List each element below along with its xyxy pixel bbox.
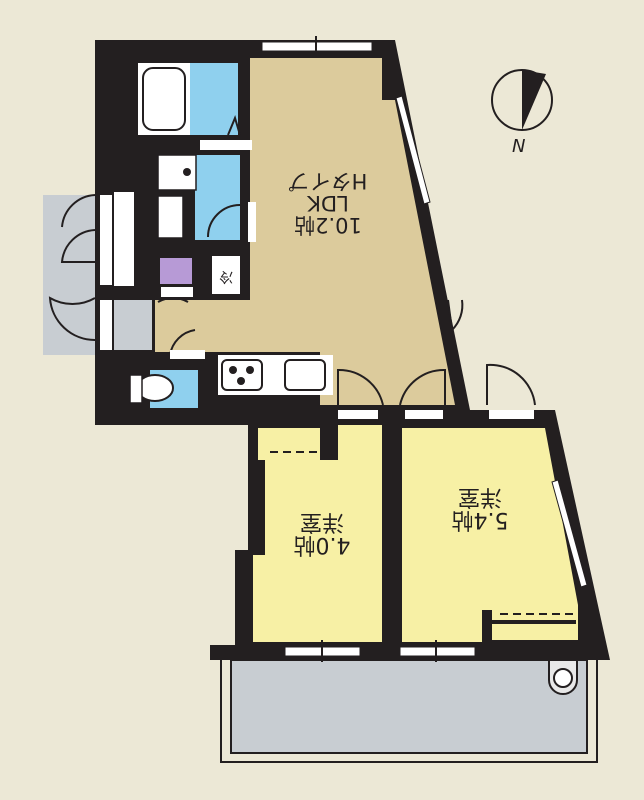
svg-text:冷: 冷	[219, 268, 233, 284]
hallway-floor	[155, 300, 255, 352]
north-arrow-icon	[491, 69, 553, 131]
washing-machine-space	[160, 258, 192, 284]
washbasin-icon	[157, 195, 184, 239]
shoe-closet	[100, 195, 112, 285]
entrance-porch	[43, 195, 98, 355]
ldk-label: 10.2帖 LDK Hタイプ	[288, 169, 368, 238]
windows	[261, 36, 588, 662]
western-room-1-label: 4.0帖 洋室	[293, 509, 351, 558]
entrance-door-icon	[48, 194, 96, 342]
balcony	[220, 655, 598, 763]
stove-icon	[221, 359, 263, 391]
western-room-2-floor	[402, 428, 578, 642]
compass-label: N	[512, 136, 526, 157]
western-room-1-floor	[253, 425, 382, 642]
refrigerator-icon	[212, 256, 240, 294]
ldk-floor	[218, 58, 455, 405]
bathtub-icon	[142, 67, 186, 131]
sink-icon	[284, 359, 326, 391]
washroom-floor	[195, 155, 240, 240]
bathroom-floor	[190, 63, 238, 135]
western-room-2-label: 5.4帖 洋室	[451, 484, 509, 533]
